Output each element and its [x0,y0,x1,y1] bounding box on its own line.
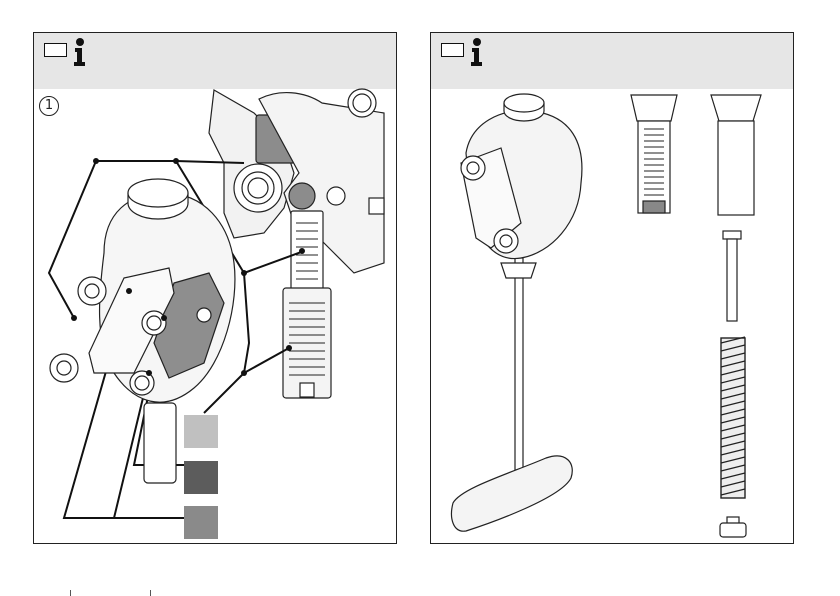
tool-and-parts-illustration [431,33,794,544]
footer-tick [150,590,151,596]
right-instruction-panel [430,32,794,544]
swatch-light-gray [184,415,218,448]
swatch-dark-gray [184,461,218,494]
left-instruction-panel: 1 [33,32,397,544]
swatch-medium-gray [184,506,218,539]
footer-tick [70,590,71,596]
